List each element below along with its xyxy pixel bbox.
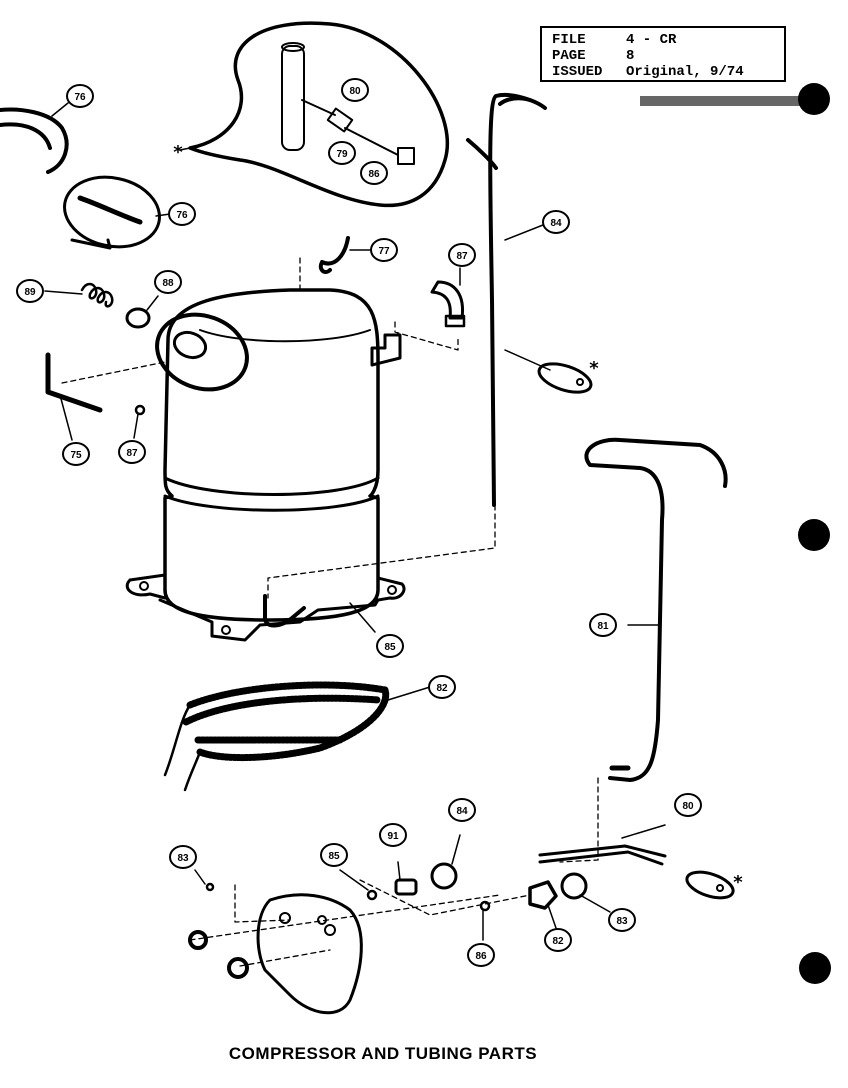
svg-text:91: 91 <box>387 831 399 842</box>
callout-83-b: 83 <box>608 908 636 932</box>
fitting-91 <box>394 878 418 896</box>
terminal-cover <box>63 175 161 249</box>
callout-85-b: 85 <box>320 843 348 867</box>
svg-text:80: 80 <box>682 801 694 812</box>
grommet-part <box>125 307 151 329</box>
svg-text:85: 85 <box>328 851 340 862</box>
file-info-box: FILE 4 - CR PAGE 8 ISSUED Original, 9/74 <box>540 26 786 82</box>
inset-tube <box>281 45 305 151</box>
registration-dot-2 <box>798 519 830 551</box>
callout-82-a: 82 <box>428 675 456 699</box>
inset-cap <box>397 147 415 165</box>
callout-87-a: 87 <box>448 243 476 267</box>
tube-84 <box>466 93 547 507</box>
svg-text:86: 86 <box>475 951 487 962</box>
svg-text:76: 76 <box>74 92 86 103</box>
svg-text:86: 86 <box>368 169 380 180</box>
callout-77: 77 <box>370 238 398 262</box>
callout-80-a: 80 <box>341 78 369 102</box>
callout-91: 91 <box>379 823 407 847</box>
callout-86-b: 86 <box>467 943 495 967</box>
svg-text:75: 75 <box>70 450 82 461</box>
compressor-band <box>163 476 380 512</box>
callout-85-a: 85 <box>376 634 404 658</box>
file-value: 4 - CR <box>626 32 677 48</box>
asterisk-inset: * <box>173 142 183 163</box>
svg-text:76: 76 <box>176 210 188 221</box>
inset-detail-outline <box>188 21 449 208</box>
callout-88: 88 <box>154 270 182 294</box>
callout-84-b: 84 <box>448 798 476 822</box>
svg-text:83: 83 <box>177 853 189 864</box>
screw-83 <box>205 882 215 892</box>
registration-dot-1 <box>798 83 830 115</box>
tube-81 <box>584 437 728 782</box>
tube-clamp <box>537 362 593 394</box>
callout-76-b: 76 <box>168 202 196 226</box>
discharge-fitting <box>370 333 402 367</box>
issued-label: ISSUED <box>552 64 603 80</box>
svg-text:87: 87 <box>456 251 468 262</box>
compressor-shell <box>163 288 380 622</box>
tube-80 <box>538 844 667 866</box>
callout-82-b: 82 <box>544 928 572 952</box>
svg-text:84: 84 <box>550 218 562 229</box>
callout-84-a: 84 <box>542 210 570 234</box>
asterisk-clamp-upper: * <box>589 358 599 379</box>
svg-text:80: 80 <box>349 86 361 97</box>
svg-text:88: 88 <box>162 278 174 289</box>
svg-text:84: 84 <box>456 806 468 817</box>
svg-text:83: 83 <box>616 916 628 927</box>
mounting-plate <box>256 893 363 1015</box>
callout-81: 81 <box>589 613 617 637</box>
svg-text:82: 82 <box>436 683 448 694</box>
compressor-foot-plate <box>125 573 406 642</box>
suction-fitting <box>263 594 306 628</box>
diagram-caption: COMPRESSOR AND TUBING PARTS <box>228 1044 538 1063</box>
bracket-part <box>0 107 69 174</box>
svg-text:87: 87 <box>126 448 138 459</box>
belt-part <box>182 681 390 762</box>
registration-dot-3 <box>799 952 831 984</box>
svg-text:82: 82 <box>552 936 564 947</box>
svg-text:89: 89 <box>24 287 36 298</box>
svg-text:77: 77 <box>378 246 390 257</box>
elbow-fitting <box>430 280 465 320</box>
tube-clamp-lower <box>685 870 735 900</box>
page-value: 8 <box>626 48 635 64</box>
tube-77 <box>318 236 350 274</box>
callout-86-a: 86 <box>360 161 388 185</box>
washer-85 <box>366 889 378 901</box>
callout-83-a: 83 <box>169 845 197 869</box>
inset-valve <box>326 107 354 133</box>
washer-86 <box>479 900 491 912</box>
callout-79: 79 <box>328 141 356 165</box>
mounting-bracket <box>45 352 103 413</box>
file-label: FILE <box>552 32 586 48</box>
issued-value: Original, 9/74 <box>626 64 744 80</box>
svg-text:81: 81 <box>597 621 609 632</box>
gasket-83 <box>560 872 588 900</box>
callout-76-a: 76 <box>66 84 94 108</box>
screw-part <box>134 404 146 416</box>
nut-82 <box>528 880 558 910</box>
spring-part <box>80 282 114 308</box>
callout-87-b: 87 <box>118 440 146 464</box>
gasket-84 <box>430 862 458 890</box>
nut-part <box>188 930 208 950</box>
callout-80-b: 80 <box>674 793 702 817</box>
callout-75: 75 <box>62 442 90 466</box>
callout-89: 89 <box>16 279 44 303</box>
svg-text:85: 85 <box>384 642 396 653</box>
nut-part-2 <box>227 957 249 979</box>
page-label: PAGE <box>552 48 586 64</box>
svg-text:79: 79 <box>336 149 348 160</box>
asterisk-clamp-lower: * <box>733 872 743 893</box>
terminal-housing <box>155 312 249 392</box>
